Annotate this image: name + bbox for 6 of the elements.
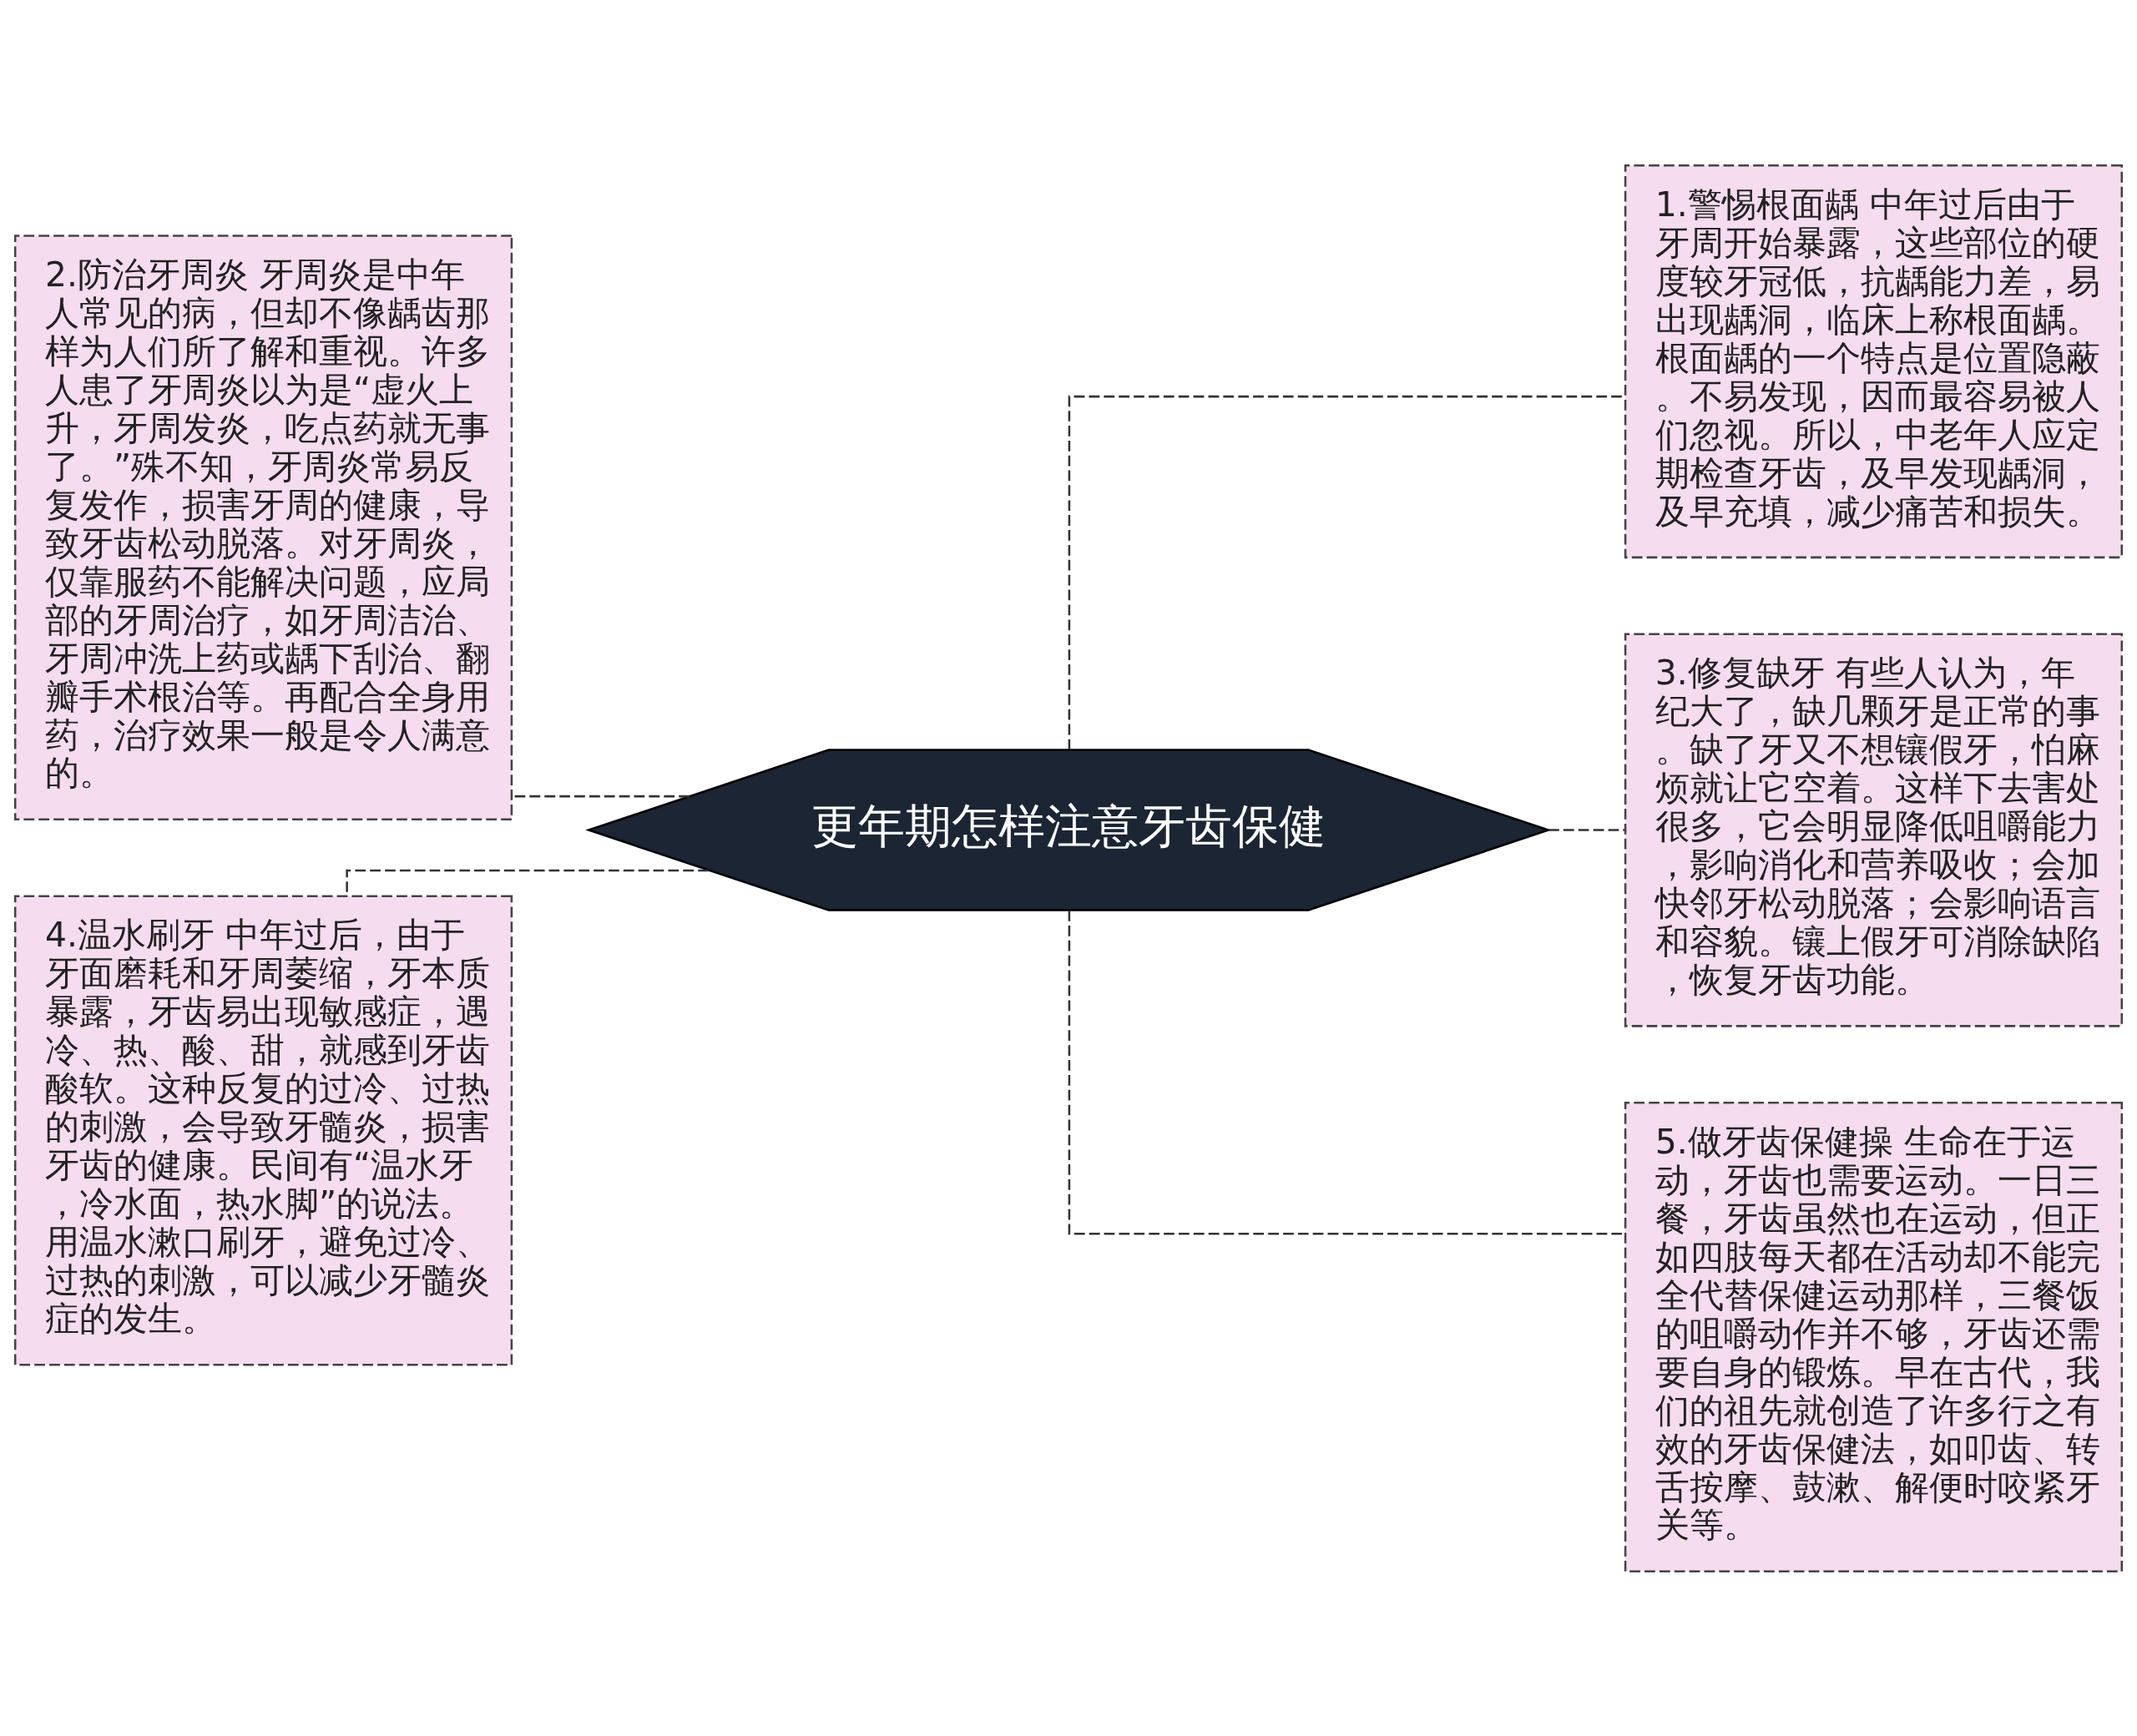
node-box: 2.防治牙周炎 牙周炎是中年人常见的病，但却不像龋齿那样为人们所了解和重视。许多人患了牙周炎以为是“虚火上升，牙周发炎，吃点药就无事了。”殊不知，牙周炎常易反复发作，损害牙周的健康，导致牙齿松动脱落。对牙周炎，仅靠服药不能解决问题，应局部的牙周治疗，如牙周洁治、牙周冲洗上药或龋下刮治、翻瓣手术根治等。再配合全身用药，治疗效果一般是令人满意的。 [13,234,513,820]
connector [1548,828,1624,831]
node-box: 5.做牙齿保健操 生命在于运动，牙齿也需要运动。一日三餐，牙齿虽然也在运动，但正如四肢每天都在活动却不能完全代替保健运动那样，三餐饭的咀嚼动作并不够，牙齿还需要自身的锻炼。早在古代，我们的祖先就创造了许多行之有效的牙齿保健法，如叩齿、转舌按摩、鼓漱、解便时咬紧牙关等。 [1624,1101,2124,1572]
node-box: 3.修复缺牙 有些人认为，年纪大了，缺几颗牙是正常的事。缺了牙又不想镶假牙，怕麻烦就让它空着。这样下去害处很多，它会明显降低咀嚼能力，影响消化和营养吸收；会加快邻牙松动脱落；会影响语言和容貌。镶上假牙可消除缺陷，恢复牙齿功能。 [1624,632,2124,1027]
node-box: 1.警惕根面龋 中年过后由于牙周开始暴露，这些部位的硬度较牙冠低，抗龋能力差，易出现龋洞，临床上称根面龋。根面龋的一个特点是位置隐蔽。不易发现，因而最容易被人们忽视。所以，中老年人应定期检查牙齿，及早发现龋洞，及早充填，减少痛苦和损失。 [1624,164,2124,558]
node-box: 4.温水刷牙 中年过后，由于牙面磨耗和牙周萎缩，牙本质暴露，牙齿易出现敏感症，遇冷、热、酸、甜，就感到牙齿酸软。这种反复的过冷、过热的刺激，会导致牙髓炎，损害牙齿的健康。民间有“温水牙，冷水面，热水脚”的说法。用温水漱口刷牙，避免过冷、过热的刺激，可以减少牙髓炎症的发生。 [13,894,513,1365]
